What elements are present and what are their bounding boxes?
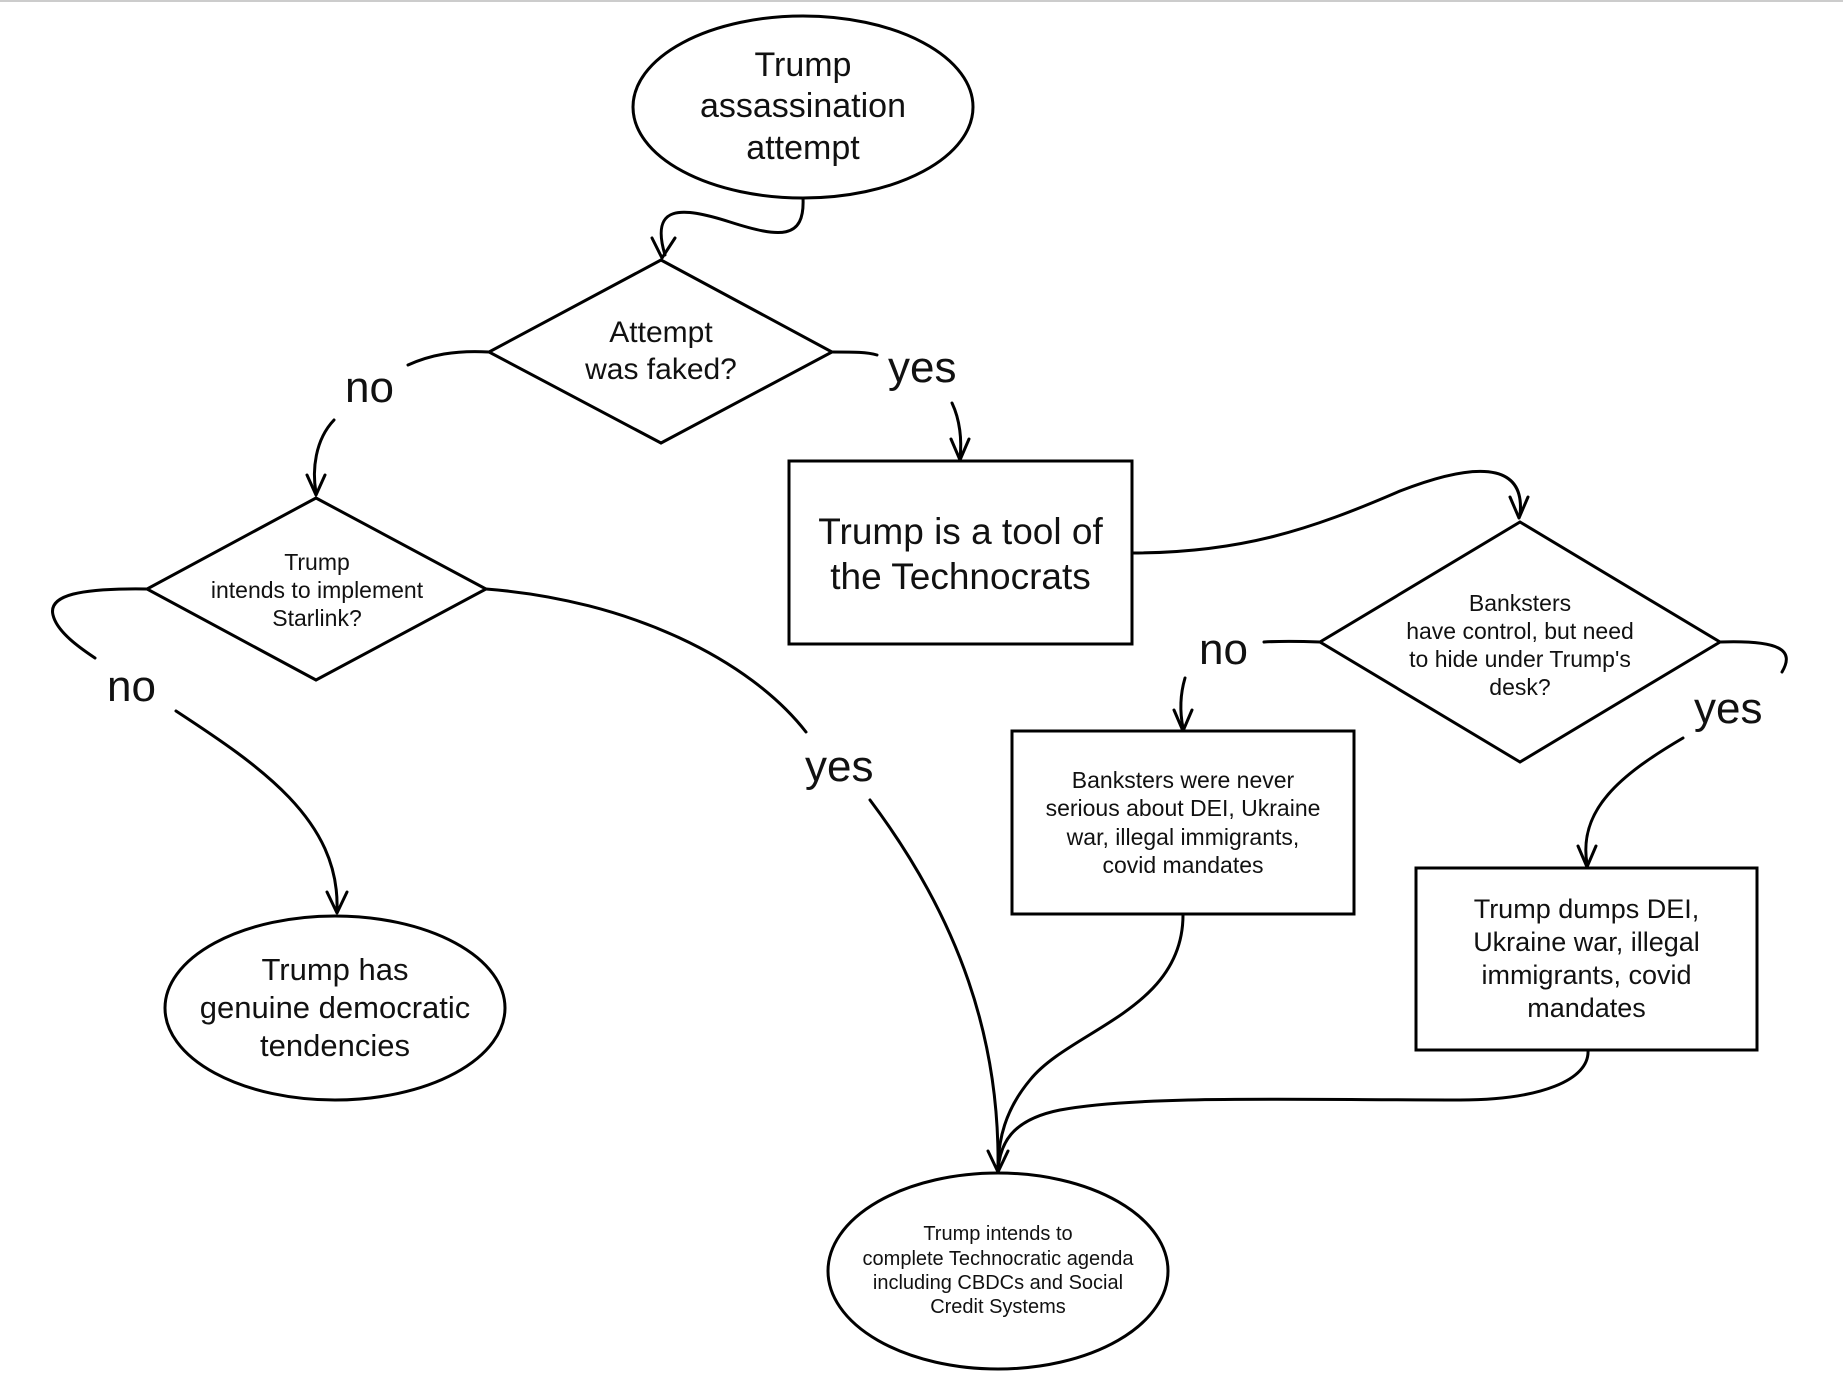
q-banksters-label: Banksters have control, but need to hide… — [1406, 589, 1634, 701]
edge-never-to-agenda — [996, 913, 1185, 1172]
edge-label-starlink-no: no — [107, 662, 156, 711]
banksters-never-label: Banksters were never serious about DEI, … — [1045, 767, 1321, 878]
edge-label-starlink-yes: yes — [805, 742, 874, 791]
node-q-faked — [485, 258, 836, 445]
tool-technocrats-label: Trump is a tool of the Technocrats — [818, 510, 1103, 597]
node-banksters-never — [1010, 729, 1356, 916]
edge-dumps-to-agenda — [996, 1048, 1590, 1172]
trump-dumps-label: Trump dumps DEI, Ukraine war, illegal im… — [1473, 894, 1700, 1023]
edge-banksters-yes-down — [1584, 736, 1685, 866]
edge-label-faked-yes: yes — [888, 343, 957, 392]
arrowhead-democratic — [325, 890, 349, 915]
node-democratic — [163, 914, 507, 1102]
arrowhead-starlink — [305, 473, 327, 497]
node-technocratic-agenda — [826, 1171, 1170, 1371]
democratic-label: Trump has genuine democratic tendencies — [199, 952, 471, 1063]
edge-faked-yes-down — [950, 401, 963, 460]
edge-starlink-no — [51, 587, 149, 660]
edge-label-banksters-yes: yes — [1694, 684, 1763, 733]
edge-label-faked-no: no — [345, 363, 394, 412]
edge-faked-yes — [830, 350, 879, 357]
edge-start-to-faked — [659, 196, 805, 257]
arrowhead-banksters — [1508, 495, 1530, 520]
node-start — [631, 14, 975, 200]
edge-label-banksters-no: no — [1199, 625, 1248, 674]
node-trump-dumps — [1414, 866, 1759, 1052]
edge-faked-no-down — [313, 418, 336, 495]
edge-starlink-no-down — [174, 709, 339, 912]
edge-starlink-yes-down — [868, 798, 1000, 1172]
start-label: Trump assassination attempt — [699, 45, 906, 167]
node-tool-technocrats — [787, 459, 1134, 646]
edge-tool-to-banksters — [1130, 469, 1522, 555]
edge-starlink-yes — [484, 587, 808, 734]
node-q-banksters — [1317, 520, 1723, 764]
q-faked-label: Attempt was faked? — [585, 316, 737, 386]
q-starlink-label: Trump intends to implement Starlink? — [210, 548, 424, 632]
edge-banksters-no-down — [1179, 676, 1187, 730]
technocratic-agenda-label: Trump intends to complete Technocratic a… — [862, 1223, 1134, 1319]
edge-faked-no — [406, 350, 491, 367]
arrowhead-faked — [650, 236, 677, 260]
edge-banksters-yes — [1718, 640, 1788, 674]
node-q-starlink — [143, 496, 490, 682]
edge-banksters-no — [1262, 639, 1322, 644]
